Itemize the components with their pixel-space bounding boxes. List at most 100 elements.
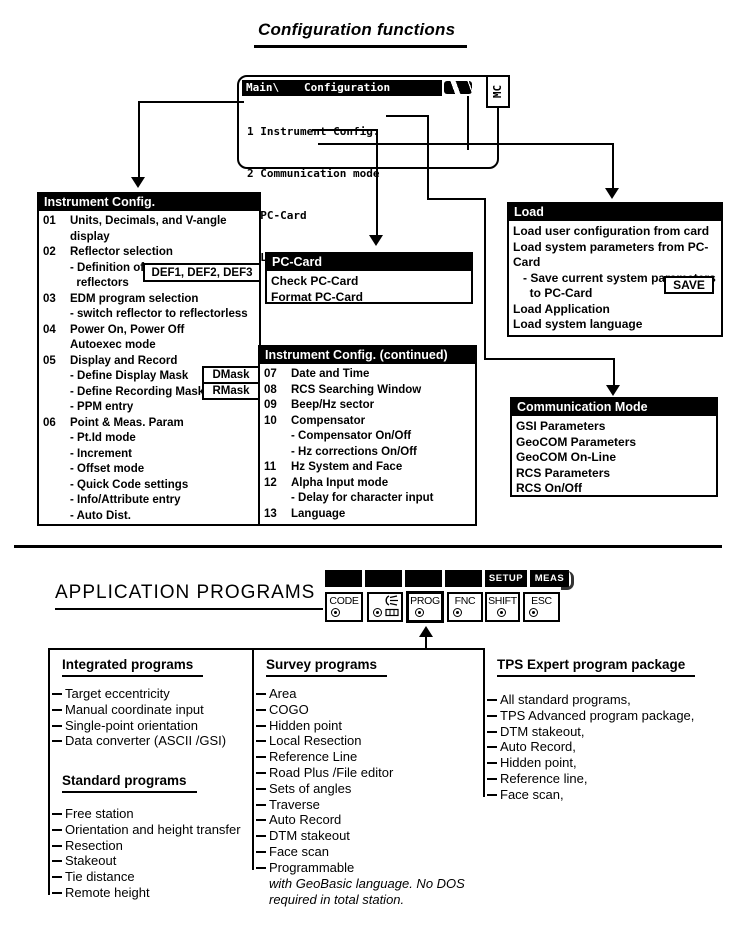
battery-icon <box>444 81 472 94</box>
list-item: - Compensator On/Off <box>291 430 412 442</box>
screen-header: Main\ Configuration <box>242 80 442 96</box>
connector-line <box>427 115 429 200</box>
shift-key: SHIFT <box>485 592 520 622</box>
tree-trunk-right <box>483 648 485 797</box>
list-item: Manual coordinate input <box>51 702 226 718</box>
column-heading: Standard programs <box>62 773 197 793</box>
record-dot-icon <box>529 608 538 617</box>
list-item: Reference Line <box>255 749 393 765</box>
save-badge: SAVE <box>664 276 714 294</box>
list-item: Target eccentricity <box>51 686 226 702</box>
list-item: - Info/Attribute entry <box>70 494 181 506</box>
record-dot-icon <box>373 608 382 617</box>
softkey-blank <box>445 570 482 587</box>
softkey-setup: SETUP <box>485 570 527 587</box>
list-item: GeoCOM On-Line <box>516 450 616 464</box>
connector-line <box>427 198 486 200</box>
list-item: - Offset mode <box>70 463 145 475</box>
softkey-meas: MEAS <box>530 570 569 587</box>
code-key: CODE <box>325 592 363 622</box>
record-dot-icon <box>415 608 424 617</box>
list-item: Load system language <box>513 317 643 331</box>
softkey-blank <box>325 570 362 587</box>
level-vial-icon <box>385 608 399 617</box>
arrow-down-icon <box>131 177 145 188</box>
list-item: Traverse <box>255 797 393 813</box>
list-item: GeoCOM Parameters <box>516 434 637 449</box>
list-item: Orientation and height transfer <box>52 821 241 837</box>
record-dot-icon <box>497 608 506 617</box>
integrated-programs-list: Target eccentricity Manual coordinate in… <box>51 686 226 749</box>
list-item: - Increment <box>70 447 132 460</box>
connector-line <box>318 143 614 145</box>
list-item: Load system parameters from PC- Card <box>513 239 709 270</box>
column-heading: Integrated programs <box>62 657 204 677</box>
list-item: Auto Record, <box>486 739 694 755</box>
memory-card-badge: MC <box>486 75 510 108</box>
tree-trunk-left <box>48 648 50 895</box>
box-header: PC-Card <box>267 254 471 271</box>
record-dot-icon <box>331 608 340 617</box>
instrument-screen: Main\ Configuration 1 Instrument Config.… <box>237 75 499 264</box>
box-header: Instrument Config. <box>39 194 259 211</box>
rmask-badge: RMask <box>202 382 260 400</box>
list-item: - Define Display Mask <box>70 370 189 382</box>
list-item: - Hz corrections On/Off <box>291 445 417 458</box>
screen-title: Configuration <box>304 81 391 94</box>
list-item: Free station <box>52 806 241 822</box>
list-item: RCS On/Off <box>516 481 582 495</box>
list-item: Hidden point, <box>486 755 694 771</box>
menu-item-pc-card: 3 PC-Card <box>247 209 307 222</box>
section-divider <box>14 545 722 548</box>
box-header: Load <box>509 204 721 221</box>
connector-line <box>484 358 615 360</box>
box-header: Instrument Config. (continued) <box>260 347 475 364</box>
communication-mode-box: Communication Mode GSI Parameters GeoCOM… <box>510 397 718 497</box>
list-item: - Pt.Id mode <box>70 432 136 444</box>
list-item: Load Application <box>513 301 610 316</box>
list-item: Reference line, <box>486 771 694 787</box>
arrow-down-icon <box>606 385 620 396</box>
screen-pointer-line <box>467 96 469 150</box>
menu-item-instrument-config: 1 Instrument Config. <box>247 125 380 138</box>
def-reflectors-badge: DEF1, DEF2, DEF3 <box>143 263 261 282</box>
softkey-blank <box>365 570 402 587</box>
illumination-icon <box>385 595 398 606</box>
list-item: Local Resection <box>255 733 393 749</box>
connector-line <box>613 358 615 386</box>
tree-trunk-middle <box>252 648 254 870</box>
softkey-blank <box>405 570 442 587</box>
load-box: Load Load user configuration from card L… <box>507 202 723 337</box>
connector-line <box>138 101 140 177</box>
list-item: Face scan, <box>486 787 694 803</box>
list-item: Face scan <box>255 844 393 860</box>
connector-line <box>386 115 429 117</box>
list-item: Resection <box>52 838 241 854</box>
connector-line <box>376 129 378 235</box>
column-heading: TPS Expert program package <box>497 657 696 677</box>
arrow-up-icon <box>419 626 433 637</box>
list-item: - Quick Code settings <box>70 478 189 491</box>
breadcrumb: Main\ <box>246 81 280 94</box>
box-body: GSI Parameters GeoCOM Parameters GeoCOM … <box>512 416 716 500</box>
list-item: Single-point orientation <box>51 718 226 734</box>
arrow-down-icon <box>369 235 383 246</box>
list-item: Hidden point <box>255 718 393 734</box>
connector-line <box>138 101 244 103</box>
fnc-key: FNC <box>447 592 483 622</box>
list-item: Tie distance <box>52 869 241 885</box>
list-item: - Auto Dist. <box>70 509 131 522</box>
list-item: - Delay for character input <box>291 492 434 504</box>
